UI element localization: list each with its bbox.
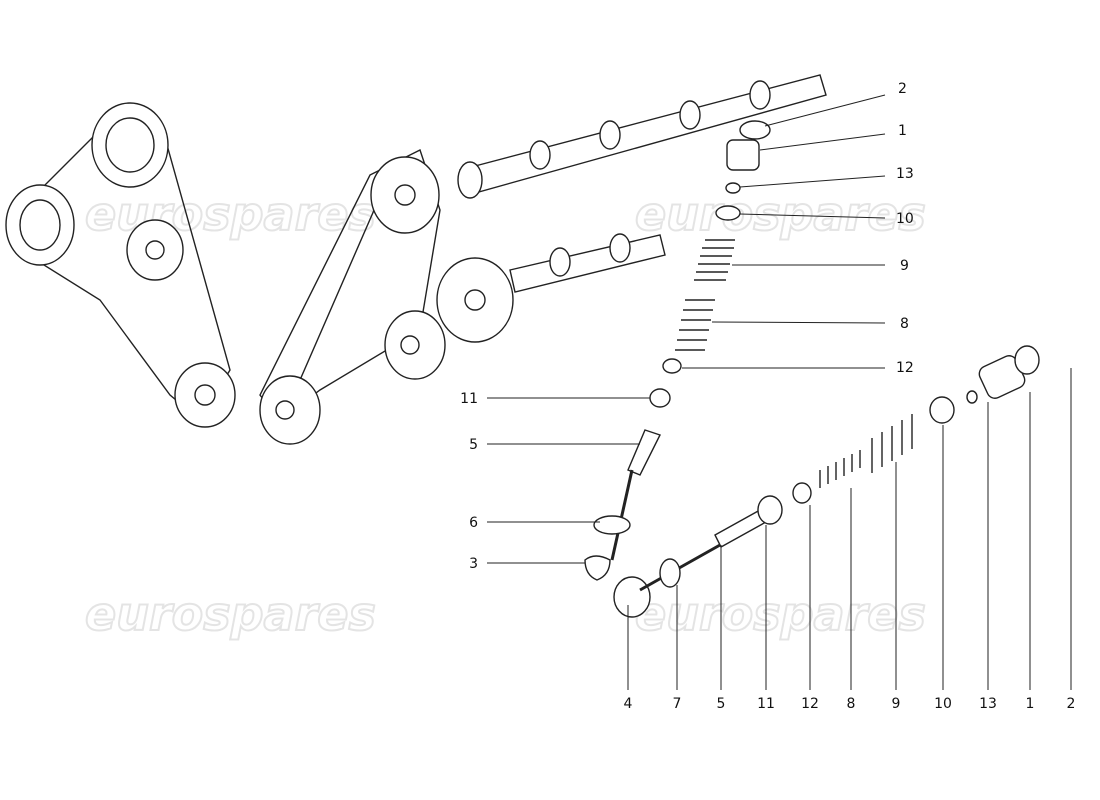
callout-label: 13 <box>979 696 997 712</box>
callout-label: 7 <box>673 696 682 712</box>
callout-label: 6 <box>469 515 478 531</box>
callout-label: 2 <box>898 81 907 97</box>
callout-label: 9 <box>900 258 909 274</box>
timing-belt-camshafts <box>259 74 827 445</box>
callout-label: 12 <box>896 360 914 376</box>
callout-label: 11 <box>757 696 775 712</box>
watermark: eurospares <box>635 587 926 641</box>
callout-label: 10 <box>896 211 914 227</box>
callout-label: 12 <box>801 696 819 712</box>
lower-valve-assembly <box>613 345 1040 618</box>
watermark: eurospares <box>85 587 376 641</box>
upper-valve-assembly <box>584 120 771 581</box>
leader-line <box>764 94 886 127</box>
upper-callouts: 2 1 13 10 9 8 12 11 5 6 3 <box>460 81 914 572</box>
leader-line <box>711 321 886 324</box>
callout-label: 4 <box>624 696 633 712</box>
callout-label: 1 <box>898 123 907 139</box>
leader-line <box>739 213 886 219</box>
callout-label: 5 <box>717 696 726 712</box>
callout-label: 11 <box>460 391 478 407</box>
accessory-belt-drive <box>5 102 236 428</box>
watermark: eurospares <box>85 187 376 241</box>
callout-label: 9 <box>892 696 901 712</box>
watermark: eurospares <box>635 187 926 241</box>
leader-line <box>739 175 886 188</box>
callout-label: 10 <box>934 696 952 712</box>
callout-label: 1 <box>1026 696 1035 712</box>
callout-label: 8 <box>900 316 909 332</box>
callout-label: 8 <box>847 696 856 712</box>
callout-label: 13 <box>896 166 914 182</box>
callout-label: 3 <box>469 556 478 572</box>
callout-label: 2 <box>1067 696 1076 712</box>
watermark-logos: eurospares eurospares eurospares eurospa… <box>84 186 927 642</box>
callout-label: 5 <box>469 437 478 453</box>
leader-line <box>759 133 886 151</box>
